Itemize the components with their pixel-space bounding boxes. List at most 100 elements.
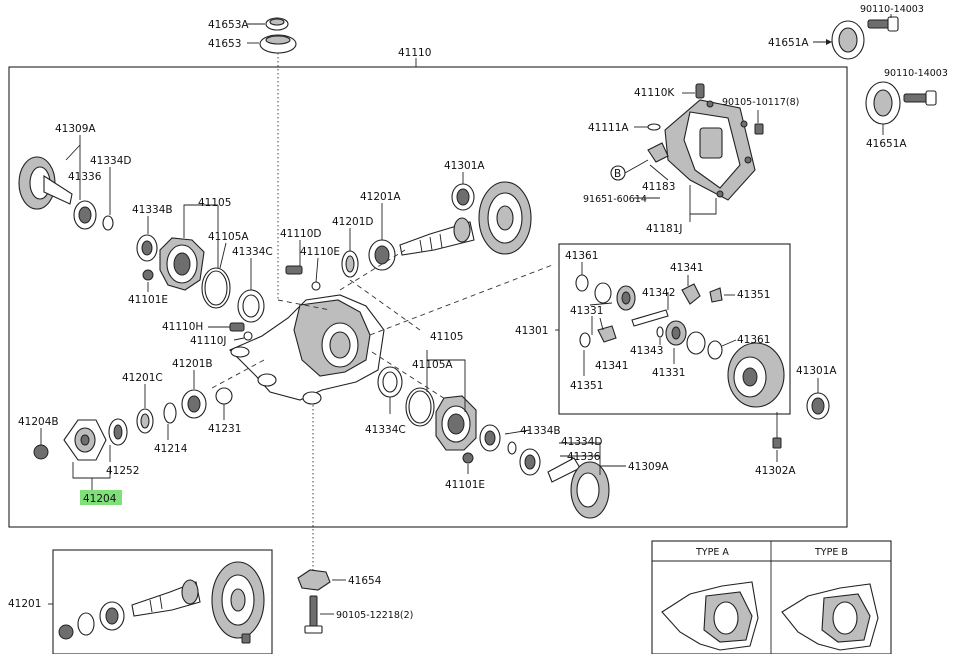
label-41204b[interactable]: 41204B: [18, 416, 59, 428]
label-41331-top[interactable]: 41331: [570, 305, 603, 317]
label-41334b-top[interactable]: 41334B: [132, 204, 173, 216]
pinion-shaft-41342[interactable]: [631, 309, 669, 327]
label-41110k[interactable]: 41110K: [634, 87, 675, 99]
nut-41201-inset[interactable]: [58, 624, 74, 640]
label-90105-12218[interactable]: 90105-12218(2): [336, 610, 413, 621]
label-41334c-right[interactable]: 41334C: [365, 424, 406, 436]
plug-41110e[interactable]: [311, 281, 321, 291]
label-41331-bottom[interactable]: 41331: [652, 367, 685, 379]
label-41201c[interactable]: 41201C: [122, 372, 163, 384]
label-41361-bottom[interactable]: 41361: [737, 334, 770, 346]
label-41653a[interactable]: 41653A: [208, 19, 249, 31]
companion-flange-41204[interactable]: [63, 419, 107, 461]
label-41181j[interactable]: 41181J: [646, 223, 683, 235]
label-41252[interactable]: 41252: [106, 465, 139, 477]
label-41361-top[interactable]: 41361: [565, 250, 598, 262]
label-41201d[interactable]: 41201D: [332, 216, 374, 228]
pinion-gear-41341-top[interactable]: [681, 283, 701, 305]
washer-41351-top[interactable]: [709, 287, 723, 303]
label-41101e-right[interactable]: 41101E: [445, 479, 485, 491]
label-41201b[interactable]: 41201B: [172, 358, 213, 370]
bolt-41110h[interactable]: [229, 322, 245, 332]
label-41111a[interactable]: 41111A: [588, 122, 629, 134]
label-b-callout[interactable]: B: [614, 168, 621, 180]
label-41334d-top[interactable]: 41334D: [90, 155, 132, 167]
label-41309a-top[interactable]: 41309A: [55, 123, 96, 135]
label-41110j[interactable]: 41110J: [190, 335, 227, 347]
label-41341-top[interactable]: 41341: [670, 262, 703, 274]
flange-41309a-right[interactable]: [547, 457, 610, 519]
label-41110h[interactable]: 41110H: [162, 321, 203, 333]
bolt-41302a[interactable]: [772, 437, 782, 449]
washer-41201-inset[interactable]: [77, 612, 95, 636]
washer-41351-bottom[interactable]: [579, 332, 591, 348]
side-gear-41331-bottom[interactable]: [665, 320, 687, 346]
label-41343[interactable]: 41343: [630, 345, 663, 357]
label-41105-right[interactable]: 41105: [430, 331, 463, 343]
washer-41361-bottom[interactable]: [707, 340, 723, 360]
bolt-90105-10117[interactable]: [754, 123, 764, 135]
plate-41654[interactable]: [297, 569, 331, 591]
spacer-41214[interactable]: [163, 402, 177, 424]
label-41301a-right[interactable]: 41301A: [796, 365, 837, 377]
bearing-retainer-41105-right[interactable]: [435, 395, 477, 451]
differential-case-41301[interactable]: [727, 342, 785, 408]
label-90110-14003-top[interactable]: 90110-14003: [860, 4, 924, 15]
label-41201a[interactable]: 41201A: [360, 191, 401, 203]
bolt-41201-inset[interactable]: [241, 633, 251, 644]
label-41651a-top[interactable]: 41651A: [768, 37, 809, 49]
label-41204[interactable]: 41204: [83, 493, 117, 505]
label-41301[interactable]: 41301: [515, 325, 548, 337]
label-91651-60614[interactable]: 91651-60614: [583, 194, 647, 205]
label-41351-bottom[interactable]: 41351: [570, 380, 603, 392]
label-41653[interactable]: 41653: [208, 38, 241, 50]
label-41309a-right[interactable]: 41309A: [628, 461, 669, 473]
snap-ring-41334d-right[interactable]: [507, 441, 517, 455]
collar-41231[interactable]: [215, 387, 233, 405]
label-41351-top[interactable]: 41351: [737, 289, 770, 301]
label-41301a-top[interactable]: 41301A: [444, 160, 485, 172]
drive-pinion-41201a[interactable]: [399, 217, 475, 256]
snap-ring-41334d-top[interactable]: [102, 215, 114, 231]
label-41342[interactable]: 41342: [642, 287, 675, 299]
label-41110[interactable]: 41110: [398, 47, 431, 59]
pin-41343[interactable]: [656, 326, 664, 338]
label-41110e[interactable]: 41110E: [300, 246, 340, 258]
label-41654[interactable]: 41654: [348, 575, 382, 587]
washer-41331-bottom[interactable]: [686, 331, 706, 355]
label-41302a[interactable]: 41302A: [755, 465, 796, 477]
washer-41361-top[interactable]: [575, 274, 589, 292]
label-41101e-left[interactable]: 41101E: [128, 294, 168, 306]
bolt-41101e-left[interactable]: [142, 269, 154, 281]
label-41341-bottom[interactable]: 41341: [595, 360, 628, 372]
label-41334b-right[interactable]: 41334B: [520, 425, 561, 437]
label-41105a-right[interactable]: 41105A: [412, 359, 453, 371]
pinion-gear-41341-bottom[interactable]: [597, 325, 617, 343]
differential-carrier-41110[interactable]: [229, 294, 385, 405]
label-90105-10117[interactable]: 90105-10117(8): [722, 97, 799, 108]
bearing-retainer-41105-left[interactable]: [159, 237, 205, 291]
side-gear-41331-top[interactable]: [616, 285, 636, 311]
label-41334c-left[interactable]: 41334C: [232, 246, 273, 258]
label-41201[interactable]: 41201: [8, 598, 41, 610]
label-41651a-right[interactable]: 41651A: [866, 138, 907, 150]
label-41110d[interactable]: 41110D: [280, 228, 322, 240]
pinion-41201-inset[interactable]: [131, 579, 201, 617]
breather-41110k[interactable]: [695, 83, 705, 99]
ring-gear-41201a[interactable]: [478, 181, 532, 255]
label-41336-right[interactable]: 41336: [567, 451, 601, 463]
bolt-41101e-right[interactable]: [462, 452, 474, 464]
bolt-41110d[interactable]: [285, 265, 303, 275]
plug-41110j[interactable]: [243, 331, 253, 341]
bolt-90105-12218[interactable]: [309, 595, 318, 629]
label-41231[interactable]: 41231: [208, 423, 241, 435]
label-41334d-right[interactable]: 41334D: [561, 436, 603, 448]
label-41214[interactable]: 41214: [154, 443, 188, 455]
label-90110-14003-right[interactable]: 90110-14003: [884, 68, 948, 79]
label-41105-left[interactable]: 41105: [198, 197, 231, 209]
plug-41183[interactable]: [647, 142, 669, 163]
label-41336-top[interactable]: 41336: [68, 171, 102, 183]
ring-gear-41201-inset[interactable]: [211, 561, 265, 639]
nut-41204b[interactable]: [33, 444, 49, 460]
rear-cover-41181j[interactable]: [664, 99, 756, 201]
